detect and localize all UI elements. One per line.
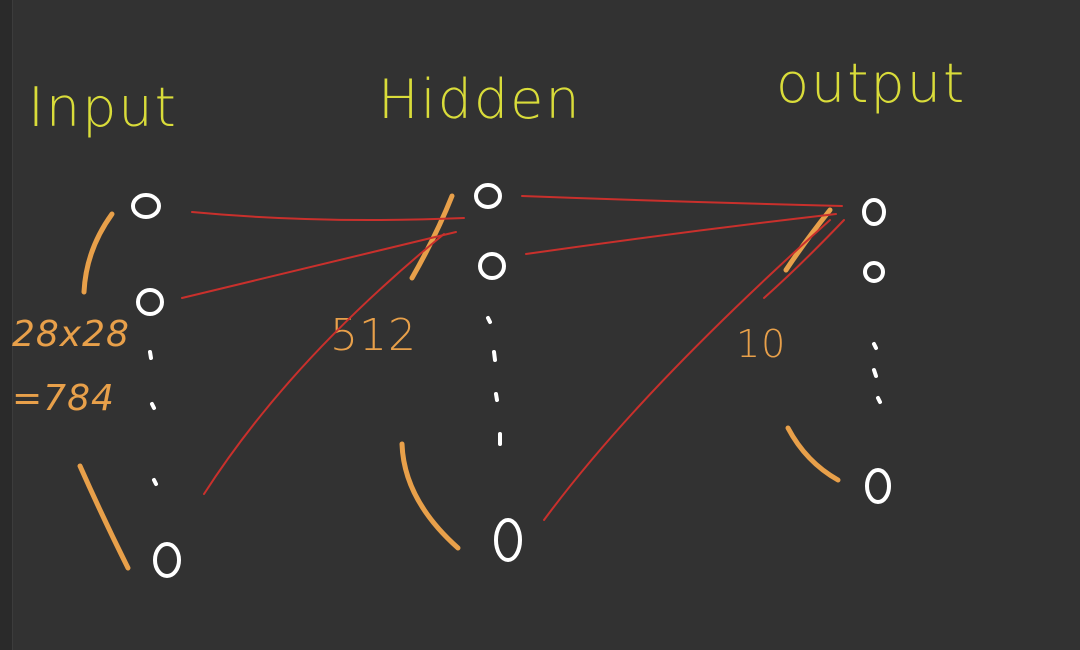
connection-input1-hidden1 — [191, 211, 465, 221]
hidden-layer-title: Hidden — [378, 68, 582, 131]
input-size-label: 28x28 — [12, 314, 130, 355]
hidden-brace-bottom — [399, 441, 461, 551]
connection-hidden2-output1 — [525, 213, 837, 255]
hidden-node-1 — [474, 183, 502, 209]
hidden-node-n — [494, 518, 522, 562]
connection-hidden-output-extra — [763, 219, 845, 299]
left-edge-bar — [0, 0, 13, 650]
hidden-ellipsis-dot — [492, 350, 497, 362]
input-node-2 — [136, 288, 164, 316]
input-node-n — [153, 542, 181, 578]
hidden-ellipsis-dot — [494, 392, 499, 402]
output-ellipsis-dot — [876, 396, 882, 404]
input-layer-title: Input — [28, 76, 178, 139]
hidden-ellipsis-dot — [486, 316, 492, 324]
output-ellipsis-dot — [872, 368, 878, 378]
output-ellipsis-dot — [872, 342, 878, 350]
input-ellipsis-dot — [150, 402, 156, 410]
input-ellipsis-dot — [152, 478, 158, 486]
output-layer-title: output — [776, 52, 967, 115]
input-brace-bottom — [77, 463, 131, 571]
input-node-1 — [131, 193, 161, 219]
input-size-total: =784 — [12, 378, 115, 419]
input-ellipsis-dot — [148, 350, 153, 360]
output-size-label: 10 — [736, 322, 787, 366]
hidden-node-2 — [478, 252, 506, 280]
output-node-n — [865, 468, 891, 504]
output-brace-bottom — [785, 425, 841, 483]
connection-hiddenn-output1 — [543, 219, 831, 521]
hidden-size-label: 512 — [330, 310, 417, 361]
connection-input2-hidden1 — [181, 231, 457, 299]
input-brace-top — [81, 211, 115, 295]
output-node-2 — [863, 261, 885, 283]
connection-inputn-hidden1 — [203, 233, 445, 495]
output-node-1 — [862, 198, 886, 226]
connection-hidden1-output1 — [521, 195, 843, 207]
